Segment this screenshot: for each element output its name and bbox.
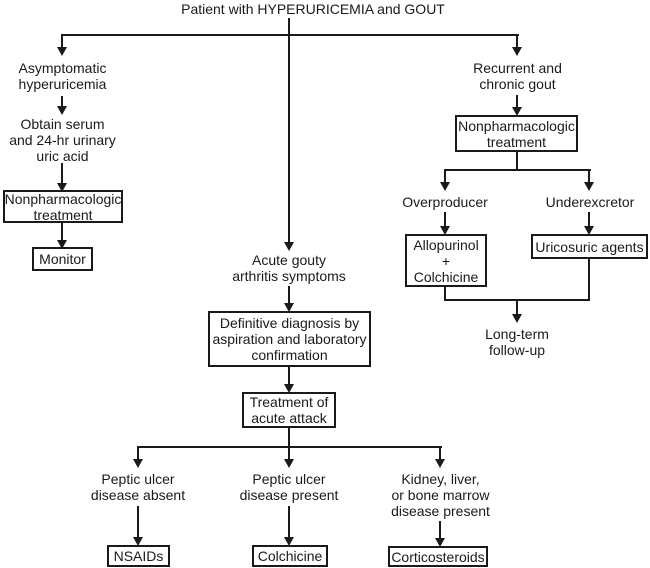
connector-underexcretor-uricosuric — [588, 212, 590, 226]
connector-recurrent-nonpharm — [516, 95, 518, 107]
arrowhead-top-right — [512, 47, 522, 56]
connector-kidney-corticosteroids — [439, 521, 441, 538]
node-allopurinol-colchicine: Allopurinol + Colchicine — [405, 234, 487, 287]
connector-uricosuric-join — [588, 258, 590, 301]
connector-bottom-left-stem — [137, 446, 139, 459]
arrowhead-obtain-nonpharm — [57, 183, 67, 192]
arrowhead-diagnosis-treatment — [284, 384, 294, 393]
connector-join-longterm — [516, 299, 518, 314]
connector-absent-nsaids — [137, 506, 139, 537]
node-nsaids: NSAIDs — [107, 545, 170, 567]
connector-diagnosis-treatment — [288, 367, 290, 384]
arrowhead-nonpharm-monitor — [57, 240, 67, 249]
arrowhead-center-down — [284, 242, 294, 251]
node-kidney-liver-marrow: Kidney, liver, or bone marrow disease pr… — [391, 471, 490, 519]
arrowhead-symptoms-diagnosis — [284, 303, 294, 312]
node-acute-gouty-symptoms: Acute gouty arthritis symptoms — [232, 252, 346, 284]
node-uricosuric-agents: Uricosuric agents — [531, 234, 648, 259]
arrowhead-join-longterm — [512, 314, 522, 323]
node-obtain-serum: Obtain serum and 24-hr urinary uric acid — [9, 116, 116, 164]
flowchart-title: Patient with HYPERURICEMIA and GOUT — [181, 1, 445, 17]
arrowhead-underexcretor-uricosuric — [584, 226, 594, 235]
node-asymptomatic-hyperuricemia: Asymptomatic hyperuricemia — [18, 60, 107, 92]
node-nonpharmacologic-treatment-right: Nonpharmacologic treatment — [455, 115, 578, 152]
arrowhead-bottom-left — [133, 459, 143, 468]
node-corticosteroids: Corticosteroids — [388, 546, 488, 567]
connector-overproducer-allopurinol — [444, 212, 446, 226]
node-long-term-follow-up: Long-term follow-up — [485, 326, 549, 358]
node-treatment-acute-attack: Treatment of acute attack — [242, 392, 336, 428]
connector-treatment-down — [288, 428, 290, 448]
node-overproducer: Overproducer — [402, 194, 488, 210]
node-colchicine: Colchicine — [252, 545, 328, 567]
connector-top-branch — [61, 34, 519, 36]
connector-bottom-right-stem — [439, 446, 441, 459]
connector-underexcretor-stem — [588, 169, 590, 182]
arrowhead-bottom-center — [284, 459, 294, 468]
arrowhead-kidney-corticosteroids — [435, 538, 445, 547]
node-nonpharmacologic-treatment-left: Nonpharmacologic treatment — [3, 190, 123, 223]
arrowhead-present-colchicine — [284, 537, 294, 546]
arrowhead-recurrent-nonpharm — [512, 107, 522, 116]
connector-nonpharm-monitor — [61, 223, 63, 240]
connector-nonpharm-right-down — [516, 152, 518, 171]
connector-top-right-stem — [516, 34, 518, 47]
arrowhead-asymptomatic-obtain — [57, 106, 67, 115]
node-peptic-ulcer-present: Peptic ulcer disease present — [239, 471, 339, 503]
node-definitive-diagnosis: Definitive diagnosis by aspiration and l… — [208, 311, 371, 367]
node-recurrent-chronic-gout: Recurrent and chronic gout — [473, 60, 562, 92]
connector-producer-branch — [444, 169, 591, 171]
arrowhead-bottom-right — [435, 459, 445, 468]
arrowhead-absent-nsaids — [133, 537, 143, 546]
arrowhead-overproducer — [440, 182, 450, 191]
arrowhead-top-left — [57, 47, 67, 56]
node-peptic-ulcer-absent: Peptic ulcer disease absent — [90, 471, 186, 503]
node-underexcretor: Underexcretor — [545, 194, 635, 210]
connector-symptoms-diagnosis — [288, 286, 290, 303]
arrowhead-underexcretor — [584, 182, 594, 191]
node-monitor: Monitor — [32, 247, 93, 271]
connector-overproducer-stem — [444, 169, 446, 182]
connector-title-down — [288, 18, 290, 242]
connector-obtain-nonpharm — [61, 163, 63, 183]
arrowhead-overproducer-allopurinol — [440, 226, 450, 235]
connector-top-left-stem — [61, 34, 63, 47]
connector-asymptomatic-obtain — [61, 96, 63, 106]
connector-bottom-center-stem — [288, 446, 290, 459]
connector-present-colchicine — [288, 506, 290, 537]
connector-allopurinol-join — [444, 287, 446, 301]
